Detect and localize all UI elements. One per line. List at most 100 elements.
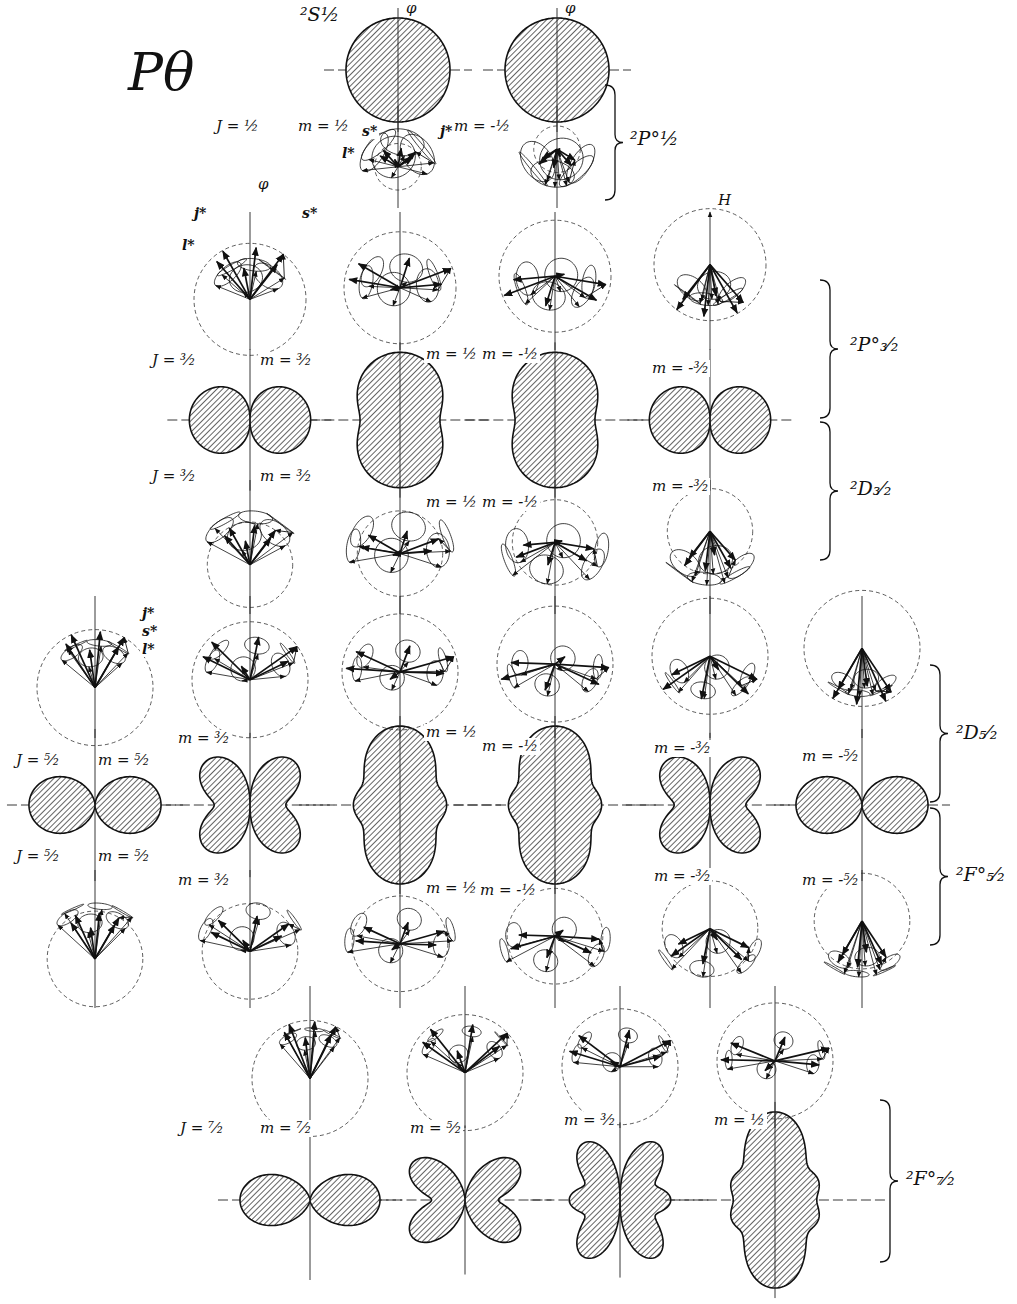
field-axis (250, 596, 251, 738)
j-vector (250, 538, 271, 564)
j-vector (570, 1051, 620, 1067)
l-precession-orbit (690, 961, 714, 978)
j-vector (620, 1040, 670, 1066)
j-vector (704, 265, 710, 317)
l-vector (710, 531, 725, 583)
j-vector (555, 930, 563, 936)
field-axis (710, 870, 711, 1008)
j-vector (400, 531, 407, 554)
precession-sphere (194, 243, 306, 355)
l-vector (391, 554, 400, 573)
quantum-number: m = ³⁄₂ (258, 468, 313, 485)
j-vector (457, 1051, 465, 1073)
quantum-number: J = ³⁄₂ (150, 352, 197, 369)
j-vector (400, 922, 408, 943)
j-vector (663, 656, 710, 689)
vector-label: l* (180, 238, 197, 253)
l-vector (710, 929, 741, 973)
j-vector (346, 668, 400, 672)
vector-figure (499, 212, 611, 350)
field-axis (310, 986, 311, 1128)
l-vector (250, 546, 285, 565)
axis-label: φ (404, 0, 419, 17)
distribution-figure (665, 1102, 885, 1298)
j-vector (289, 1024, 310, 1078)
l-precession-orbit (57, 910, 78, 926)
field-axis (250, 480, 251, 614)
term-symbol: ²D₃⁄₂ (848, 478, 893, 499)
l-precession-orbit (501, 544, 515, 576)
j-vector (710, 265, 743, 303)
j-vector (516, 542, 555, 557)
distribution-figure (774, 729, 950, 881)
j-vector (545, 664, 555, 690)
l-precession-orbit (372, 136, 415, 178)
vector-label: l* (140, 642, 157, 657)
axis-label: H (716, 192, 733, 209)
vector-figure (37, 596, 153, 746)
field-axis (862, 596, 863, 738)
l-vector (611, 1067, 620, 1072)
j-vector (71, 635, 95, 688)
quantum-number: m = -⁵⁄₂ (800, 748, 860, 765)
term-bracket (820, 422, 838, 560)
field-axis (250, 212, 251, 350)
quantum-number: m = -³⁄₂ (652, 868, 712, 885)
j-vector (548, 542, 555, 565)
l-precession-orbit (377, 272, 410, 305)
l-precession-orbit (61, 904, 83, 914)
j-vector (710, 656, 748, 694)
l-vector (393, 288, 400, 306)
term-bracket (880, 1100, 898, 1262)
l-vector (207, 542, 250, 565)
j-vector (361, 547, 400, 553)
field-axis (95, 870, 96, 1008)
l-precession-orbit (206, 518, 233, 543)
j-vector (284, 1032, 310, 1078)
l-vector (65, 914, 95, 959)
j-vector (400, 284, 441, 288)
l-precession-orbit (260, 520, 290, 547)
precession-sphere (207, 522, 292, 607)
precession-sphere (499, 220, 611, 332)
l-precession-orbit (559, 156, 593, 187)
field-axis (710, 596, 711, 738)
term-bracket (605, 85, 623, 200)
j-vector (775, 1048, 829, 1061)
j-vector (305, 1038, 310, 1079)
j-vector (701, 656, 710, 699)
l-vector (620, 1066, 658, 1067)
quantum-number: m = ³⁄₂ (562, 1112, 617, 1129)
l-precession-orbit (106, 912, 128, 929)
l-precession-orbit (381, 129, 424, 156)
field-axis (862, 729, 863, 881)
l-vector (862, 648, 873, 695)
vector-figure (360, 106, 436, 208)
vector-figure (342, 596, 458, 738)
l-precession-orbit (380, 665, 404, 690)
s-vector (594, 549, 598, 566)
j-vector (241, 666, 250, 680)
j-vector (349, 279, 400, 287)
j-vector (400, 944, 436, 945)
quantum-number: m = -½ (452, 118, 512, 135)
vector-figure (206, 480, 294, 614)
j-vector (710, 656, 757, 679)
field-axis (250, 870, 251, 1008)
precession-sphere (804, 590, 920, 706)
l-precession-orbit (757, 1060, 776, 1079)
j-vector (250, 924, 289, 951)
vector-figure (519, 106, 595, 208)
j-vector (71, 923, 95, 959)
quantum-number: m = ⁵⁄₂ (408, 1120, 463, 1137)
field-axis (555, 342, 556, 497)
j-vector (710, 265, 737, 313)
l-vector (703, 929, 710, 977)
vector-figure (497, 596, 613, 738)
vector-figure (407, 986, 523, 1131)
j-vector (775, 1061, 819, 1065)
distribution-figure (218, 1120, 402, 1280)
l-vector (547, 542, 555, 584)
l-precession-orbit (531, 160, 574, 187)
